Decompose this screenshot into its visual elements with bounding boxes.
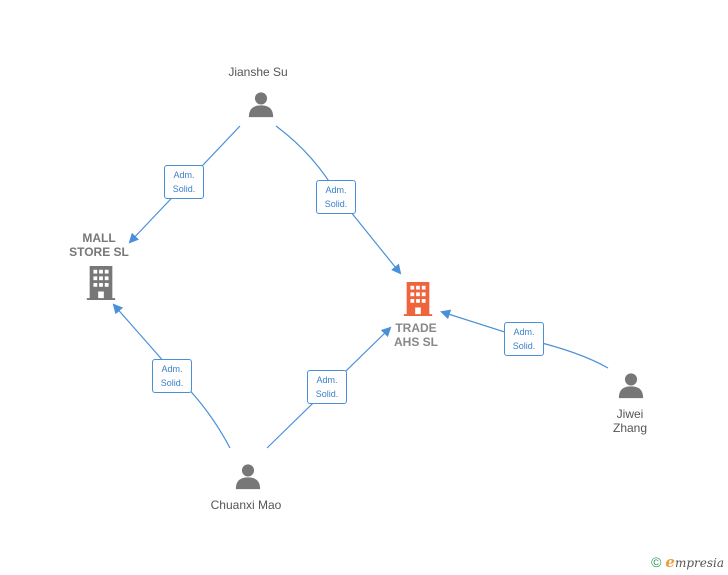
edge-label-line1: Adm. bbox=[173, 170, 195, 180]
brand-logo-e: e bbox=[665, 553, 675, 571]
edge-label-chuanxi-to-trade: Adm. Solid. bbox=[307, 370, 347, 404]
node-label-chuanxi-mao: Chuanxi Mao bbox=[210, 498, 282, 512]
node-label-trade-ahs: TRADE AHS SL bbox=[393, 321, 438, 349]
person-icon-jiwei-zhang bbox=[618, 373, 644, 399]
edge-label-line2: Solid. bbox=[172, 184, 196, 194]
edge-label-line2: Solid. bbox=[512, 341, 536, 351]
brand-logo: empresia bbox=[665, 553, 724, 571]
building-icon-trade-ahs bbox=[403, 282, 433, 316]
edge-label-line2: Solid. bbox=[324, 199, 348, 209]
edge-label-chuanxi-to-mall: Adm. Solid. bbox=[152, 359, 192, 393]
edge-label-line1: Adm. bbox=[513, 327, 535, 337]
brand-logo-rest: mpresia bbox=[674, 556, 724, 570]
edge-label-jianshe-to-trade: Adm. Solid. bbox=[316, 180, 356, 214]
edge-label-line1: Adm. bbox=[325, 185, 347, 195]
person-icon-jianshe-su bbox=[248, 92, 274, 118]
edge-label-line1: Adm. bbox=[161, 364, 183, 374]
brand-footer: © empresia bbox=[651, 553, 724, 571]
edge-label-line2: Solid. bbox=[160, 378, 184, 388]
building-icon-mall-store bbox=[86, 266, 116, 300]
node-label-jianshe-su: Jianshe Su bbox=[228, 65, 288, 79]
copyright-icon: © bbox=[651, 554, 662, 570]
node-label-mall-store: MALL STORE SL bbox=[69, 231, 129, 259]
node-label-jiwei-zhang: Jiwei Zhang bbox=[612, 407, 648, 435]
edge-label-jiwei-to-trade: Adm. Solid. bbox=[504, 322, 544, 356]
person-icon-chuanxi-mao bbox=[235, 464, 261, 490]
edge-label-line1: Adm. bbox=[316, 375, 338, 385]
edge-label-line2: Solid. bbox=[315, 389, 339, 399]
edge-label-jianshe-to-mall: Adm. Solid. bbox=[164, 165, 204, 199]
